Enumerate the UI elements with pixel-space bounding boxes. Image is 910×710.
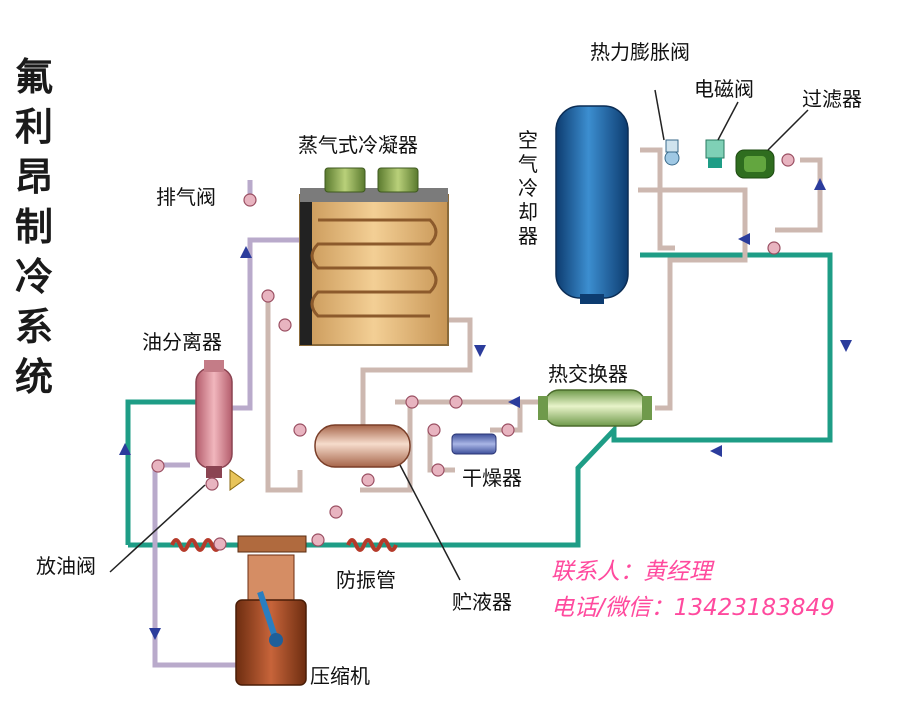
contact-phone: 电话/微信：13423183849 — [551, 595, 835, 621]
label-compressor: 压缩机 — [310, 664, 370, 688]
flow-arrows — [119, 178, 852, 640]
receiver — [314, 424, 411, 468]
valves — [151, 153, 795, 551]
filter — [735, 149, 775, 179]
air-cooler-char: 空 — [518, 128, 538, 152]
heat-exchanger — [538, 389, 652, 427]
title-char: 制 — [14, 204, 53, 249]
label-receiver: 贮液器 — [452, 590, 512, 614]
leader-lines — [109, 89, 809, 581]
suction-line — [125, 252, 833, 548]
label-air-cooler: 空 气 冷 却 器 — [516, 128, 540, 248]
anti-vibration-pipe — [170, 538, 398, 552]
title-char: 统 — [14, 354, 53, 399]
title-char: 系 — [14, 304, 53, 349]
label-exhaust-valve: 排气阀 — [156, 185, 216, 209]
title-char: 利 — [14, 104, 53, 149]
label-thermal-expansion-valve: 热力膨胀阀 — [590, 40, 690, 64]
title-char: 昂 — [14, 154, 53, 199]
label-drain-valve: 放油阀 — [36, 554, 96, 578]
contact-person: 联系人：黄经理 — [551, 559, 712, 585]
label-filter: 过滤器 — [802, 87, 862, 111]
diagram-title: 氟 利 昂 制 冷 系 统 — [14, 52, 54, 402]
solenoid-valve — [705, 139, 725, 168]
oil-separator — [195, 360, 233, 478]
air-cooler-char: 冷 — [518, 176, 538, 200]
air-cooler — [555, 105, 629, 304]
drain-valve — [229, 469, 245, 491]
air-cooler-char: 器 — [518, 224, 538, 248]
label-heat-exchanger: 热交换器 — [548, 362, 628, 386]
expansion-valve — [664, 139, 680, 166]
dryer — [451, 433, 497, 455]
label-solenoid-valve: 电磁阀 — [694, 77, 754, 101]
title-char: 氟 — [14, 54, 53, 99]
label-oil-separator: 油分离器 — [142, 330, 222, 354]
air-cooler-char: 却 — [518, 200, 538, 224]
label-anti-vibration-pipe: 防振管 — [336, 568, 396, 592]
title-char: 冷 — [14, 254, 53, 299]
air-cooler-char: 气 — [518, 152, 538, 176]
compressor — [235, 535, 307, 686]
label-dryer: 干燥器 — [462, 466, 522, 490]
label-evaporative-condenser: 蒸气式冷凝器 — [298, 133, 418, 157]
evaporative-condenser — [299, 167, 449, 346]
